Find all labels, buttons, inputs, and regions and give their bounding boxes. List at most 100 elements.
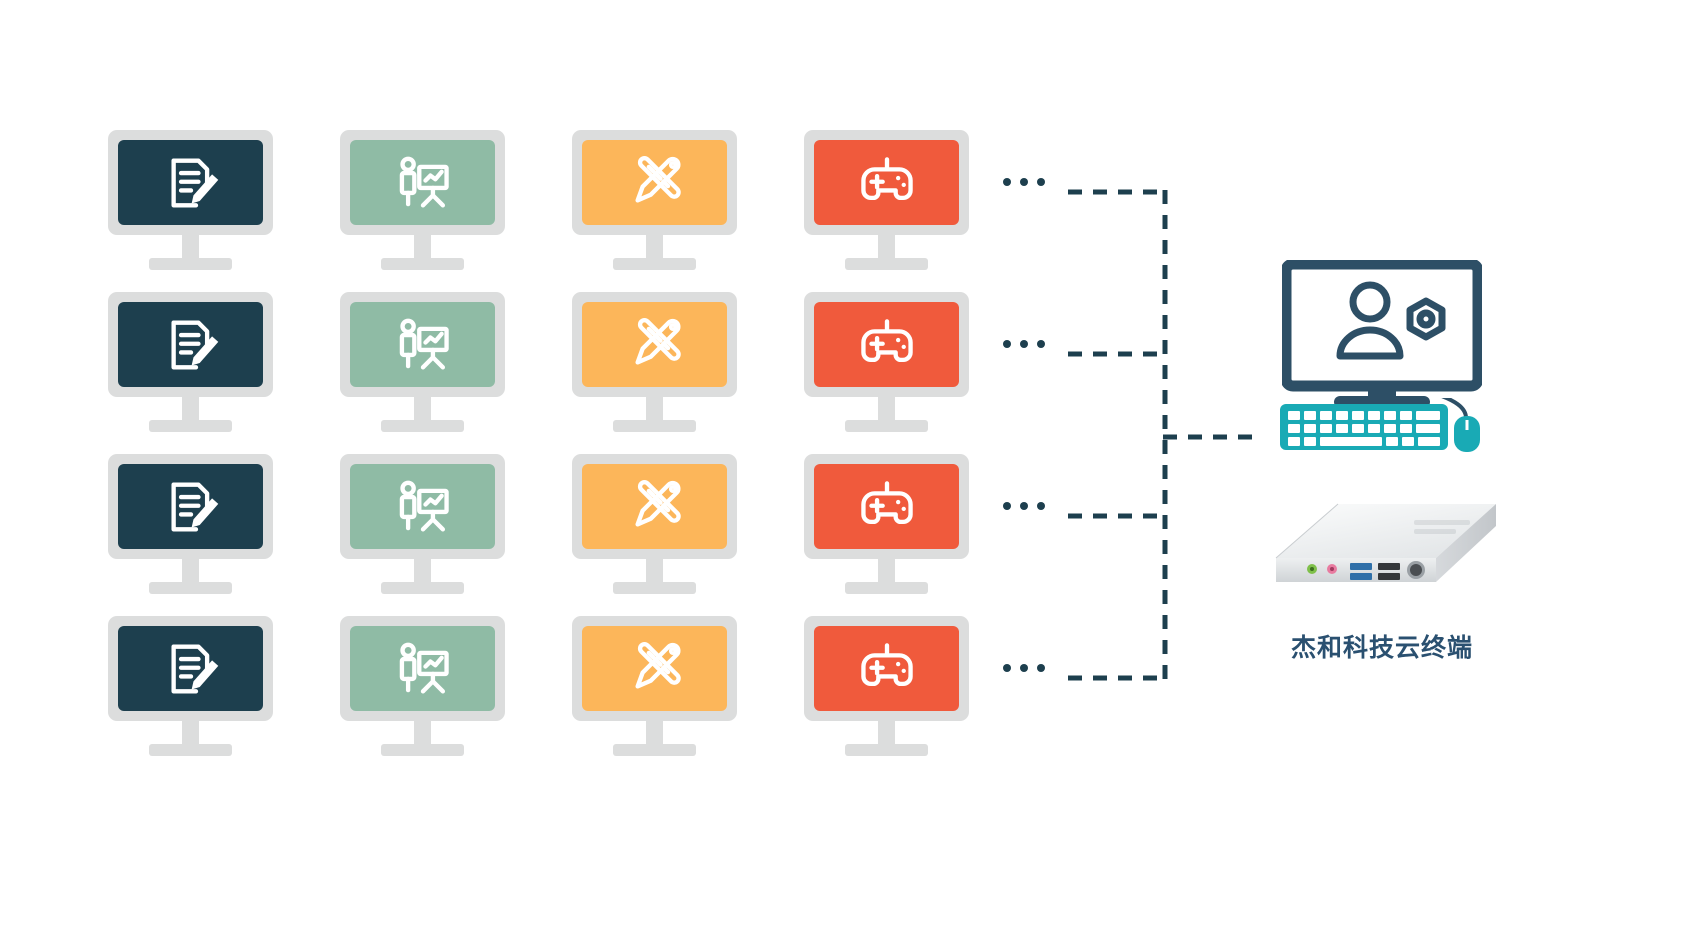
monitor-frame	[1280, 258, 1484, 392]
presentation-board-icon	[392, 638, 454, 700]
row-ellipsis-4	[1003, 664, 1045, 672]
keyboard-icon	[1280, 404, 1448, 450]
monitor-bezel	[572, 616, 737, 721]
monitor-bezel	[804, 130, 969, 235]
monitor-neck	[646, 235, 663, 260]
mini-pc-svg	[1275, 503, 1496, 582]
client-monitor-r1-c1[interactable]	[108, 130, 273, 270]
monitor-base	[149, 744, 232, 756]
admin-monitor	[1280, 258, 1484, 410]
gamepad-icon	[856, 314, 918, 376]
monitor-neck	[414, 721, 431, 746]
client-monitor-r2-c1[interactable]	[108, 292, 273, 432]
monitor-neck	[646, 397, 663, 422]
monitor-screen	[118, 140, 263, 225]
monitor-bezel	[340, 616, 505, 721]
client-monitor-r3-c1[interactable]	[108, 454, 273, 594]
monitor-screen	[814, 464, 959, 549]
ellipsis-dot	[1037, 664, 1045, 672]
client-monitor-r4-c2[interactable]	[340, 616, 505, 756]
monitor-neck	[878, 235, 895, 260]
monitor-bezel	[572, 454, 737, 559]
document-pencil-icon	[160, 476, 222, 538]
row-ellipsis-2	[1003, 340, 1045, 348]
monitor-base	[613, 744, 696, 756]
monitor-screen	[350, 464, 495, 549]
client-monitor-r4-c4[interactable]	[804, 616, 969, 756]
admin-monitor-svg	[1280, 258, 1484, 408]
client-monitor-r1-c4[interactable]	[804, 130, 969, 270]
mini-pc-side	[1436, 504, 1496, 582]
client-monitor-r2-c2[interactable]	[340, 292, 505, 432]
monitor-bezel	[340, 454, 505, 559]
client-monitor-r2-c4[interactable]	[804, 292, 969, 432]
monitor-neck	[414, 397, 431, 422]
client-monitor-r2-c3[interactable]	[572, 292, 737, 432]
monitor-bezel	[108, 130, 273, 235]
monitor-bezel	[804, 454, 969, 559]
client-monitor-r1-c2[interactable]	[340, 130, 505, 270]
ellipsis-dot	[1003, 178, 1011, 186]
monitor-base	[845, 258, 928, 270]
client-monitor-r4-c1[interactable]	[108, 616, 273, 756]
connector-svg	[1068, 189, 1260, 681]
presentation-board-icon	[392, 152, 454, 214]
monitor-neck	[878, 397, 895, 422]
keyboard-mouse-svg	[1280, 390, 1480, 452]
monitor-neck	[646, 559, 663, 584]
ellipsis-dot	[1020, 178, 1028, 186]
gamepad-icon	[856, 638, 918, 700]
mini-pc-ports	[1307, 561, 1425, 580]
monitor-base	[845, 420, 928, 432]
monitor-base	[149, 420, 232, 432]
row-ellipsis-1	[1003, 178, 1045, 186]
ellipsis-dot	[1003, 502, 1011, 510]
ellipsis-dot	[1020, 502, 1028, 510]
monitor-neck	[1368, 386, 1396, 398]
monitor-base	[845, 744, 928, 756]
cloud-terminal-group: 杰和科技云终端	[1262, 250, 1502, 710]
ruler-pencil-icon	[624, 314, 686, 376]
monitor-screen	[814, 140, 959, 225]
monitor-screen	[350, 140, 495, 225]
ruler-pencil-icon	[624, 152, 686, 214]
ellipsis-dot	[1020, 664, 1028, 672]
monitor-neck	[182, 397, 199, 422]
monitor-screen	[118, 302, 263, 387]
monitor-base	[381, 582, 464, 594]
monitor-bezel	[108, 292, 273, 397]
monitor-base	[613, 420, 696, 432]
monitor-screen	[118, 626, 263, 711]
monitor-base	[613, 582, 696, 594]
ellipsis-dot	[1003, 340, 1011, 348]
monitor-neck	[878, 559, 895, 584]
keyboard-and-mouse	[1280, 390, 1495, 458]
client-monitor-r1-c3[interactable]	[572, 130, 737, 270]
user-gear-icon	[1336, 281, 1446, 360]
monitor-bezel	[340, 130, 505, 235]
mini-pc-icon	[1264, 490, 1500, 610]
ellipsis-dot	[1037, 340, 1045, 348]
device-label: 杰和科技云终端	[1290, 633, 1473, 662]
monitor-screen	[814, 626, 959, 711]
monitor-screen	[582, 464, 727, 549]
ellipsis-dot	[1020, 340, 1028, 348]
monitor-bezel	[340, 292, 505, 397]
client-monitor-r3-c2[interactable]	[340, 454, 505, 594]
monitor-base	[845, 582, 928, 594]
client-monitor-r3-c4[interactable]	[804, 454, 969, 594]
client-monitor-r3-c3[interactable]	[572, 454, 737, 594]
monitor-screen	[582, 626, 727, 711]
ellipsis-dot	[1003, 664, 1011, 672]
monitor-bezel	[804, 292, 969, 397]
monitor-base	[149, 582, 232, 594]
monitor-bezel	[108, 616, 273, 721]
client-monitor-grid	[108, 130, 1045, 770]
monitor-screen	[814, 302, 959, 387]
client-monitor-r4-c3[interactable]	[572, 616, 737, 756]
monitor-base	[381, 744, 464, 756]
monitor-screen	[350, 302, 495, 387]
monitor-bezel	[108, 454, 273, 559]
monitor-neck	[414, 235, 431, 260]
mouse-icon	[1454, 416, 1480, 452]
